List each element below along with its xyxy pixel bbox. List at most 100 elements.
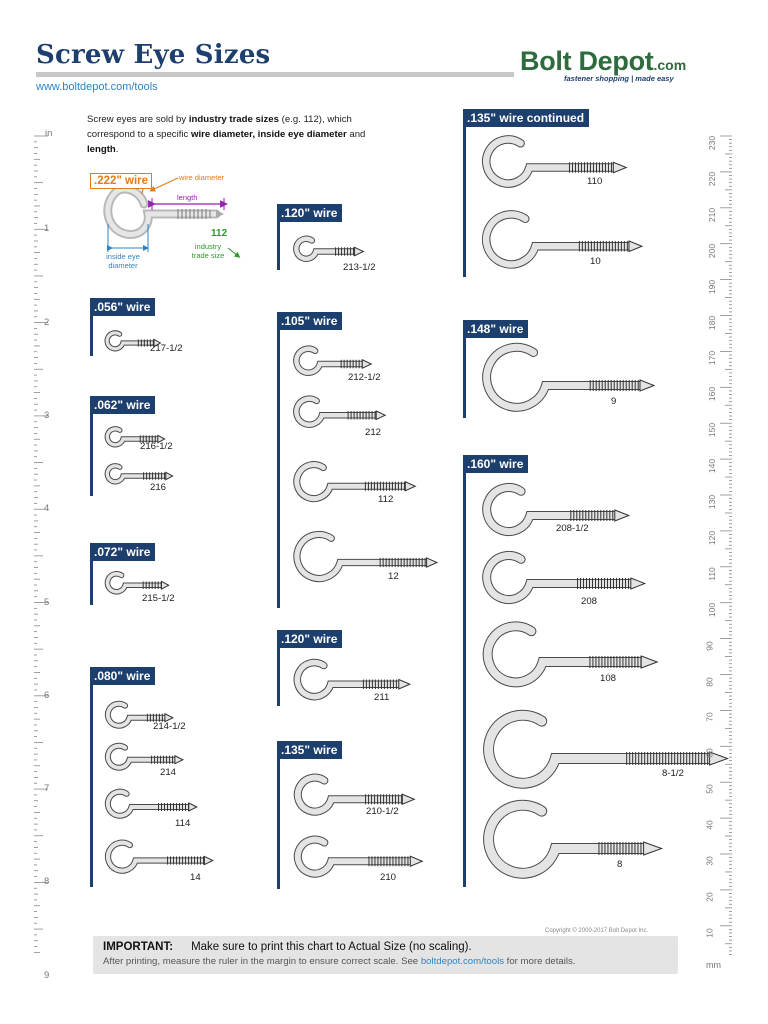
group-bar [90,667,93,887]
page-title: Screw Eye Sizes [36,40,271,70]
group-160-wire: .160" wire [463,455,543,887]
size-label: 8 [617,859,623,870]
title-rule [36,72,514,77]
screw-tip [426,557,439,568]
inch-unit: in [45,128,53,139]
diagram-wire-label: .222" wire [90,173,153,189]
group-bar [463,455,466,887]
screw-tip [361,358,373,370]
notice-tools-link[interactable]: boltdepot.com/tools [420,956,505,967]
size-label: 9 [611,396,617,407]
screw-tip [188,802,198,812]
size-label: 114 [175,818,191,829]
screw-tip [401,793,416,805]
group-heading: .062" wire [90,396,156,414]
screw-tip [409,855,424,867]
group-bar [277,204,280,270]
group-120-wire-a: .120" wire [277,204,357,270]
notice-end: for more details. [504,956,576,967]
bolt-depot-logo[interactable]: Bolt Depot.com fastener shopping | made … [520,46,736,83]
intro-b2: wire diameter, inside eye diameter [191,129,347,140]
screw-tip [643,841,664,856]
screw-tip [404,480,417,492]
mm-ruler-ticks [720,135,732,955]
mm-mark: 210 [707,207,718,222]
group-bar [463,109,466,277]
group-bar [277,630,280,706]
intro-b3: length [87,144,116,155]
group-bar [463,320,466,418]
anatomy-illustration [103,177,241,258]
screw-tip [640,655,659,669]
inch-mark: 4 [44,503,50,515]
intro-p1: Screw eyes are sold by [87,114,189,125]
notice-important: IMPORTANT: [103,941,174,953]
group-bar [277,312,280,608]
group-heading: .135" wire continued [463,109,590,127]
mm-mark: 30 [704,856,715,866]
screw-tip [203,855,214,866]
diagram-length: length [177,193,198,202]
group-bar [90,298,93,356]
mm-mark: 70 [704,712,715,723]
mm-mark: 170 [707,351,718,366]
notice-line-1: IMPORTANT: Make sure to print this chart … [103,940,668,955]
screw-tip [630,577,647,590]
intro-text: Screw eyes are sold by industry trade si… [87,112,377,157]
anatomy-diagram: .222" wire wire diameter length 112 indu… [82,164,252,276]
inch-mark: 6 [44,689,50,701]
mm-unit: mm [706,960,721,970]
group-135-wire-continued: .135" wire continued [463,109,623,277]
group-heading: .148" wire [463,320,529,338]
notice-instructions: After printing, measure the ruler in the… [103,956,421,967]
mm-mark: 230 [707,135,718,151]
size-label: 12 [388,571,399,582]
size-label: 217-1/2 [150,343,183,354]
print-notice: IMPORTANT: Make sure to print this chart … [93,936,678,974]
group-148-wire: .148" wire [463,320,543,418]
size-label: 212-1/2 [348,372,381,383]
logo-tagline: fastener shopping | made easy [564,74,674,83]
size-label: 112 [378,494,394,505]
size-label: 208 [581,596,598,607]
diagram-wire-diameter: wire diameter [179,173,225,182]
mm-mark: 150 [707,423,718,438]
size-label: 216 [150,482,167,493]
mm-mark: 180 [707,315,718,330]
intro-b1: industry trade sizes [188,114,279,125]
group-135-wire: .135" wire [277,741,357,889]
diagram-inside-eye: inside eye diameter [106,252,140,270]
group-072-wire: .072" wire [90,543,170,605]
screw-tip [375,410,387,421]
mm-mark: 20 [704,892,715,902]
diagram-trade-size: industry trade size [191,242,225,260]
notice-text: Make sure to print this chart to Actual … [191,941,472,953]
group-bar [277,741,280,889]
group-120-wire-b: .120" wire [277,630,357,706]
group-heading: .105" wire [277,312,343,330]
screw-tip [614,509,631,522]
size-label: 216-1/2 [140,441,173,452]
group-bar [90,396,93,496]
size-label: 208-1/2 [556,523,589,534]
tools-link[interactable]: www.boltdepot.com/tools [36,81,158,93]
notice-line-2: After printing, measure the ruler in the… [103,955,668,969]
group-heading: .160" wire [463,455,529,473]
size-label: 211 [374,692,390,703]
inch-mark: 2 [44,316,50,328]
screw-tip [174,754,185,765]
screw-tip [398,678,412,690]
mm-mark: 130 [707,494,718,510]
group-105-wire: .105" wire [277,312,357,608]
inch-mark: 8 [44,876,50,888]
group-080-wire: .080" wire [90,667,170,887]
screw-tip [628,240,644,253]
mm-mark: 140 [707,459,718,474]
mm-mark: 60 [704,748,715,759]
inch-ruler-ticks [34,135,48,953]
inch-mark: 3 [44,409,50,421]
group-056-wire: .056" wire [90,298,170,356]
mm-mark: 80 [704,676,715,687]
mm-mark: 190 [707,279,718,294]
